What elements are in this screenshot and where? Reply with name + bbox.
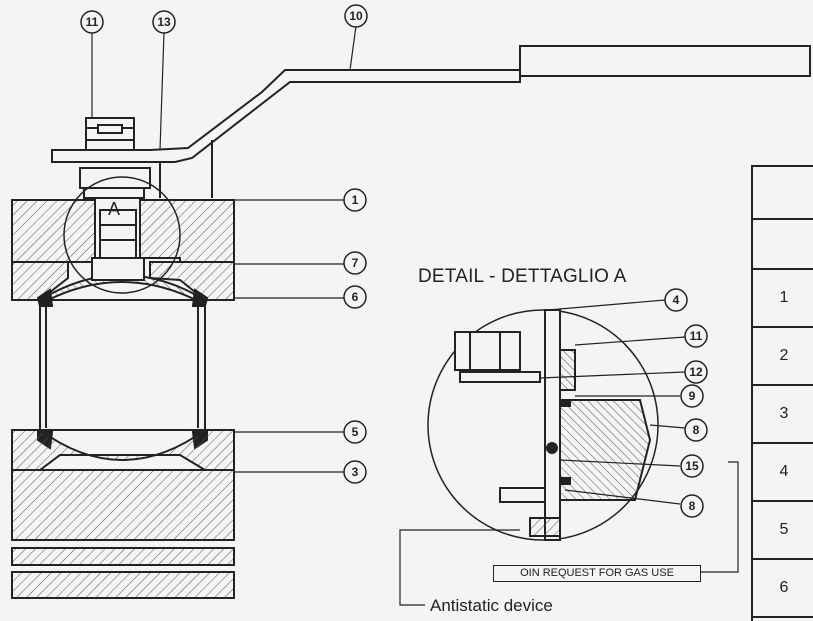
detail-circle-view bbox=[427, 309, 659, 541]
balloon-11-top: 11 bbox=[80, 10, 104, 34]
balloon-10: 10 bbox=[344, 4, 368, 28]
svg-text:3: 3 bbox=[352, 465, 359, 479]
table-row: 2 bbox=[753, 328, 813, 386]
valve-body bbox=[11, 199, 235, 599]
svg-text:4: 4 bbox=[673, 293, 680, 307]
balloon-11-detail: 11 bbox=[684, 324, 708, 348]
leader-lines bbox=[91, 25, 739, 606]
table-row: 5 bbox=[753, 502, 813, 560]
svg-text:8: 8 bbox=[693, 423, 700, 437]
balloon-9: 9 bbox=[680, 384, 704, 408]
balloon-3: 3 bbox=[343, 460, 367, 484]
svg-text:6: 6 bbox=[352, 290, 359, 304]
balloon-12: 12 bbox=[684, 360, 708, 384]
svg-text:15: 15 bbox=[685, 459, 699, 473]
balloon-15: 15 bbox=[680, 454, 704, 478]
table-row: 3 bbox=[753, 386, 813, 444]
handle-lever bbox=[51, 45, 811, 198]
balloon-8-upper: 8 bbox=[684, 418, 708, 442]
detail-title: DETAIL - DETTAGLIO A bbox=[418, 266, 627, 287]
balloon-4: 4 bbox=[664, 288, 688, 312]
gas-use-note: OIN REQUEST FOR GAS USE bbox=[493, 565, 701, 582]
svg-text:11: 11 bbox=[690, 329, 703, 343]
svg-text:7: 7 bbox=[352, 256, 359, 270]
svg-text:1: 1 bbox=[352, 193, 359, 207]
svg-text:8: 8 bbox=[689, 499, 696, 513]
table-row bbox=[753, 220, 813, 270]
balloon-6: 6 bbox=[343, 285, 367, 309]
parts-table: 1 2 3 4 5 6 bbox=[751, 165, 813, 621]
table-row: 1 bbox=[753, 270, 813, 328]
svg-text:11: 11 bbox=[86, 15, 99, 29]
antistatic-label: Antistatic device bbox=[430, 596, 553, 615]
svg-text:13: 13 bbox=[157, 15, 171, 29]
detail-a-marker: A bbox=[108, 199, 121, 219]
balloon-5: 5 bbox=[343, 420, 367, 444]
balloon-8-lower: 8 bbox=[680, 494, 704, 518]
table-row bbox=[753, 165, 813, 220]
table-row: 6 bbox=[753, 560, 813, 618]
svg-text:12: 12 bbox=[689, 365, 703, 379]
balloon-1: 1 bbox=[343, 188, 367, 212]
detail-a-circle bbox=[63, 176, 181, 294]
svg-text:10: 10 bbox=[349, 9, 363, 23]
balloon-13: 13 bbox=[152, 10, 176, 34]
svg-text:5: 5 bbox=[352, 425, 359, 439]
balloon-7: 7 bbox=[343, 251, 367, 275]
table-row: 4 bbox=[753, 444, 813, 502]
svg-text:9: 9 bbox=[689, 389, 696, 403]
